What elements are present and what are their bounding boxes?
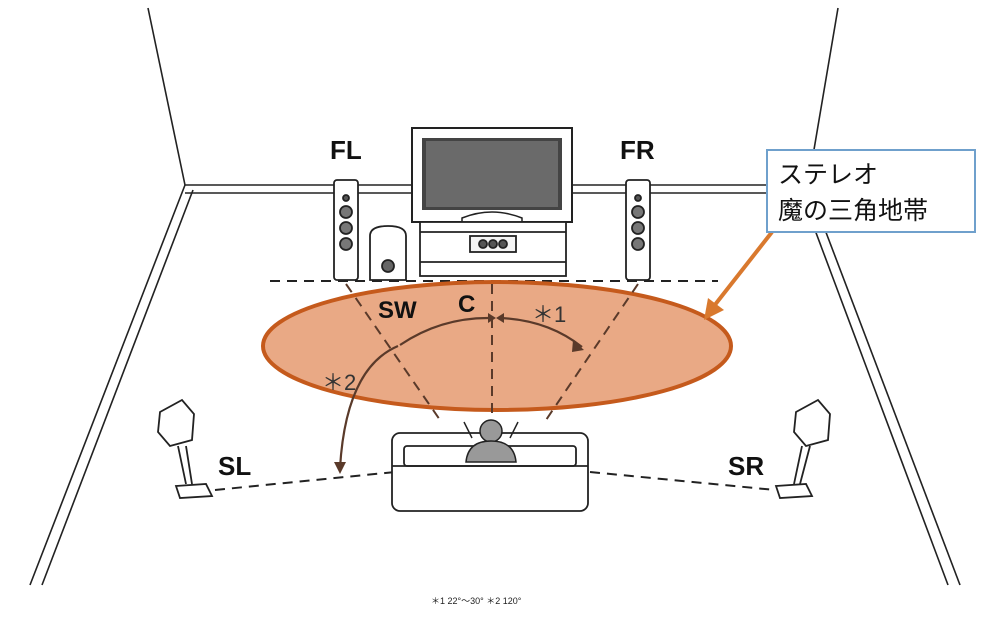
listening-lines (345, 283, 639, 421)
angle-mark-front: ＊1 (532, 302, 566, 327)
angle-arcs (334, 313, 584, 474)
front-right-speaker (625, 179, 651, 281)
label-sl: SL (218, 451, 251, 481)
footnote: ＊1 22°～30° ＊2 120° (431, 596, 522, 606)
front-left-speaker (333, 179, 359, 281)
callout-line2: 魔の三角地帯 (778, 196, 928, 225)
tv (411, 127, 573, 223)
callout-arrow (704, 230, 774, 320)
surround-right-speaker (774, 398, 831, 499)
angle-mark-surround: ＊2 (322, 370, 356, 395)
surround-left-speaker (157, 398, 214, 499)
label-sw: SW (378, 297, 417, 324)
label-fr: FR (620, 135, 655, 165)
label-fl: FL (330, 135, 362, 165)
label-sr: SR (728, 451, 764, 481)
callout-box: ステレオ 魔の三角地帯 (766, 149, 976, 233)
surround-lines (214, 471, 776, 491)
label-c: C (458, 291, 475, 318)
tv-stand (419, 221, 567, 277)
callout-line1: ステレオ (778, 160, 878, 189)
subwoofer (369, 225, 407, 281)
listener (463, 419, 519, 463)
stereo-dead-zone (261, 280, 733, 412)
